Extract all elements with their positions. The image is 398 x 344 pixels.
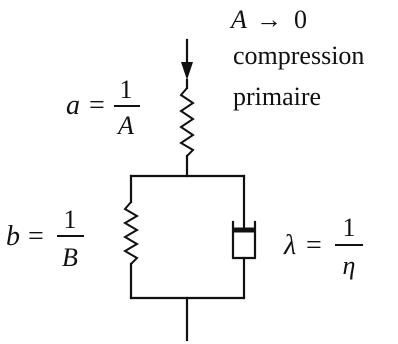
limit-variable: A [229,5,247,34]
param-a-numerator: 1 [120,75,133,104]
param-lambda-symbol: λ [283,230,296,261]
param-b-symbol: b [6,221,20,252]
param-b-formula: b = 1 B [6,205,84,272]
input-arrow [181,38,193,90]
param-a-formula: a = 1 A [66,75,140,140]
param-lambda-formula: λ = 1 η [283,213,363,280]
limit-annotation: A → 0 compression primaire [229,5,364,111]
primary-spring [179,87,195,157]
limit-arrow: → [256,5,282,34]
dashpot-branch [231,174,257,300]
parallel-spring [123,201,139,265]
param-lambda-denominator: η [343,251,356,280]
param-lambda-equals: = [306,230,322,261]
param-a-equals: = [89,90,105,121]
param-a-symbol: a [66,90,80,121]
limit-value: 0 [294,5,307,34]
parallel-spring-branch [123,174,139,300]
annotation-line1: compression [233,41,364,70]
param-b-equals: = [28,221,44,252]
param-a-denominator: A [116,111,134,140]
param-b-denominator: B [62,243,78,272]
param-b-numerator: 1 [64,205,77,234]
annotation-line2: primaire [233,82,321,111]
param-lambda-numerator: 1 [343,213,356,242]
